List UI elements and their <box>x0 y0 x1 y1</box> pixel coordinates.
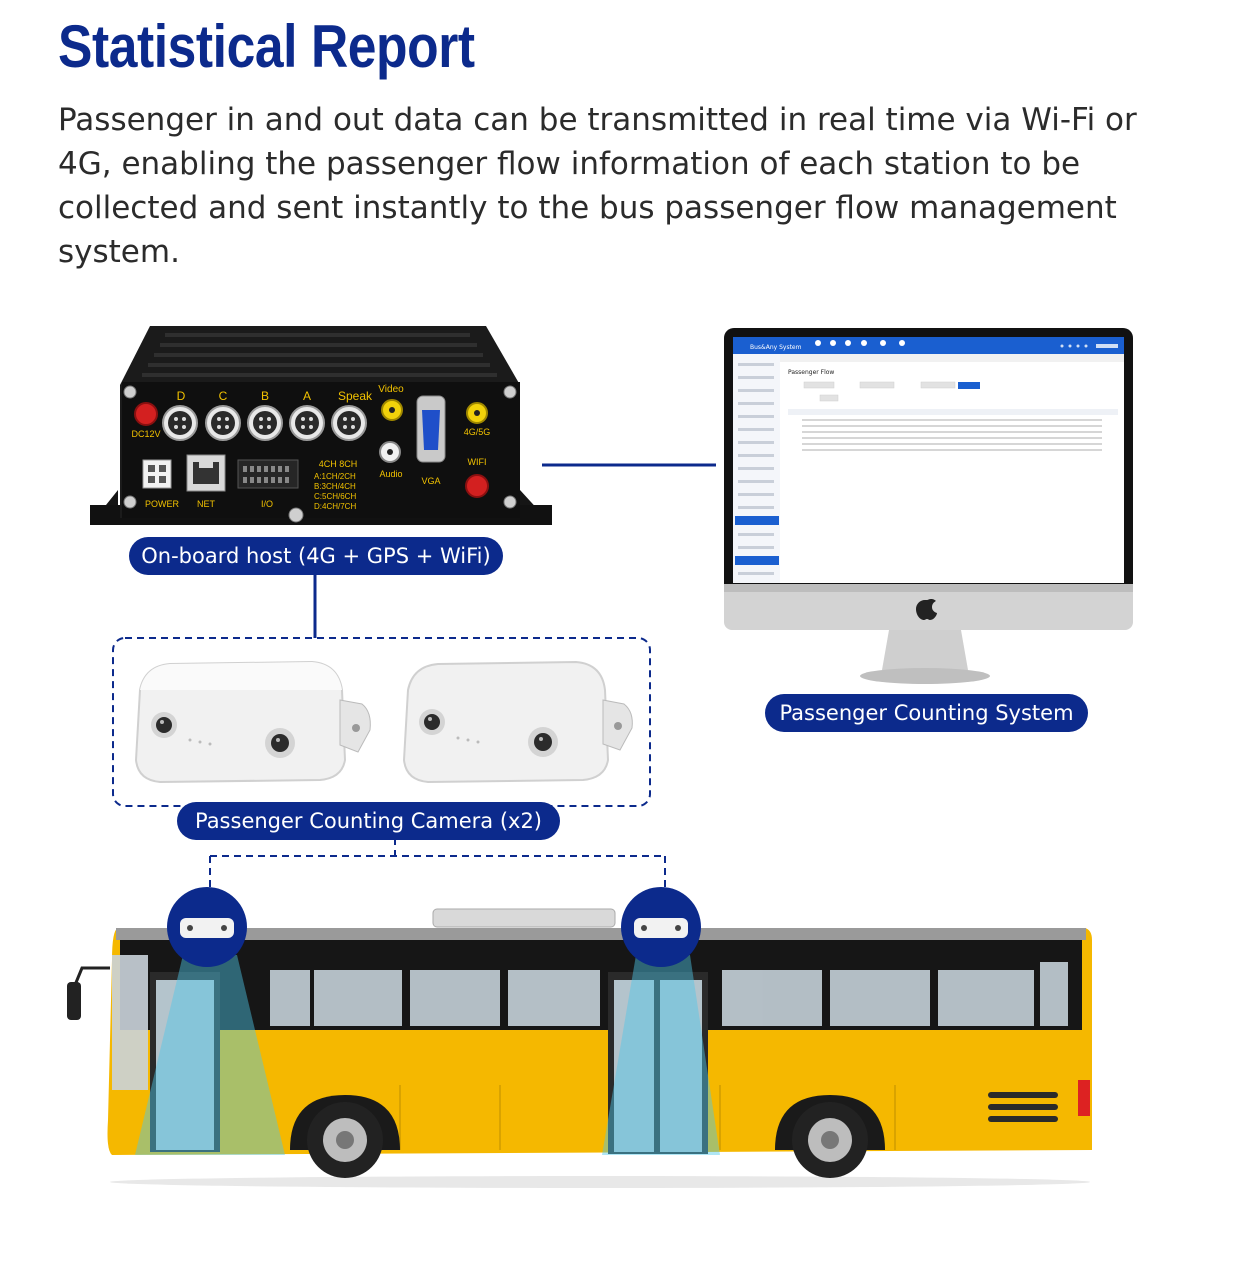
port-label-d: D <box>177 389 186 403</box>
channel-line: B:3CH/4CH <box>314 482 356 491</box>
bus-camera-bubble-front <box>167 887 247 967</box>
dvr-device: D C B A Speak Video 4G/5G Audio VGA WIFI… <box>90 326 552 525</box>
counting-camera-1 <box>134 660 371 784</box>
port-label-4g: 4G/5G <box>464 427 491 437</box>
port-label-net: NET <box>197 499 216 509</box>
bus <box>67 887 1092 1188</box>
monitor: Bus&Any System Passenger Flow <box>724 328 1133 684</box>
port-label-audio: Audio <box>379 469 402 479</box>
bus-wheel-rear <box>775 1095 885 1178</box>
port-label-power: POWER <box>145 499 180 509</box>
port-label-wifi: WIFI <box>468 457 487 467</box>
port-label-vga: VGA <box>421 476 440 486</box>
dc-power-port <box>134 402 158 426</box>
port-label-c: C <box>219 389 228 403</box>
camera-to-bus-connector <box>209 838 666 888</box>
channel-title: 4CH 8CH <box>319 459 358 469</box>
screen-app-title: Bus&Any System <box>750 344 802 351</box>
camera-label: Passenger Counting Camera (x2) <box>177 802 560 840</box>
page-title: Statistical Report <box>58 13 475 80</box>
bus-wheel-front <box>290 1095 400 1178</box>
port-label-io: I/O <box>261 499 273 509</box>
apple-logo-icon <box>916 599 937 620</box>
port-label-speak: Speak <box>338 389 373 403</box>
port-label-b: B <box>261 389 269 403</box>
aviation-ports <box>162 405 367 441</box>
port-label-a: A <box>303 389 311 403</box>
screen-page-title: Passenger Flow <box>788 369 834 376</box>
camera-beam-front <box>135 955 285 1155</box>
page-description: Passenger in and out data can be transmi… <box>58 102 1137 270</box>
system-label: Passenger Counting System <box>765 694 1088 732</box>
bus-camera-bubble-rear <box>621 887 701 967</box>
channel-line: D:4CH/7CH <box>314 502 356 511</box>
counting-camera-2 <box>402 660 633 784</box>
wifi-antenna-port <box>465 474 489 498</box>
channel-line: A:1CH/2CH <box>314 472 356 481</box>
camera-beam-rear <box>602 955 720 1155</box>
host-label: On-board host (4G + GPS + WiFi) <box>129 537 503 575</box>
channel-line: C:5CH/6CH <box>314 492 356 501</box>
port-label-dc: DC12V <box>131 429 160 439</box>
port-label-video: Video <box>378 384 404 395</box>
